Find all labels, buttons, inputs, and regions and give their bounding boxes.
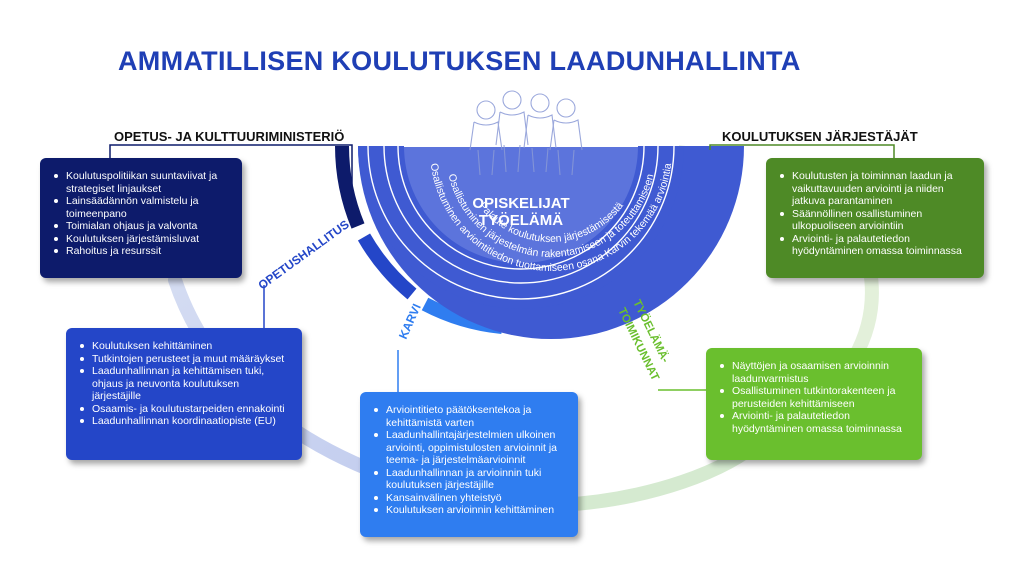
okm-list: Koulutuspolitiikan suuntaviivat ja strat… [54, 170, 230, 258]
tt-item: Osallistuminen tutkintorakenteen ja peru… [720, 385, 910, 410]
tt-list: Näyttöjen ja osaamisen arvioinnin laadun… [720, 360, 910, 435]
kj-box: Koulutusten ja toiminnan laadun ja vaiku… [766, 158, 984, 278]
karvi-label: KARVI [396, 302, 424, 342]
okm-connector [109, 144, 353, 210]
okm-box: Koulutuspolitiikan suuntaviivat ja strat… [40, 158, 242, 278]
karvi-item: Arviointitieto päätöksentekoa ja kehittä… [374, 404, 566, 429]
kj-item: Koulutusten ja toiminnan laadun ja vaiku… [780, 170, 972, 208]
oph-item: Laadunhallinnan koordinaatiopiste (EU) [80, 415, 290, 428]
page-title: AMMATILLISEN KOULUTUKSEN LAADUNHALLINTA [118, 46, 801, 76]
people-illustration [469, 90, 583, 176]
okm-label: OPETUS- JA KULTTUURIMINISTERIÖ [114, 129, 345, 144]
oph-box: Koulutuksen kehittäminen Tutkintojen per… [66, 328, 302, 460]
okm-item: Rahoitus ja resurssit [54, 245, 230, 258]
karvi-item: Laadunhallintajärjestelmien ulkoinen arv… [374, 429, 566, 467]
karvi-item: Koulutuksen arvioinnin kehittäminen [374, 504, 566, 517]
center-label-worklife: TYÖELÄMÄ [479, 212, 563, 229]
oph-item: Osaamis- ja koulutustarpeiden ennakointi [80, 403, 290, 416]
okm-item: Koulutuksen järjestämisluvat [54, 233, 230, 246]
kj-item: Arviointi- ja palautetiedon hyödyntämine… [780, 233, 972, 258]
karvi-box: Arviointitieto päätöksentekoa ja kehittä… [360, 392, 578, 537]
tt-item: Arviointi- ja palautetiedon hyödyntämine… [720, 410, 910, 435]
kj-connector [709, 144, 895, 158]
karvi-item: Laadunhallinnan ja arvioinnin tuki koulu… [374, 467, 566, 492]
tt-item: Näyttöjen ja osaamisen arvioinnin laadun… [720, 360, 910, 385]
oph-item: Laadunhallinnan ja kehittämisen tuki, oh… [80, 365, 290, 403]
kj-list: Koulutusten ja toiminnan laadun ja vaiku… [780, 170, 972, 258]
oph-item: Koulutuksen kehittäminen [80, 340, 290, 353]
tt-box: Näyttöjen ja osaamisen arvioinnin laadun… [706, 348, 922, 460]
okm-item: Lainsäädännön valmistelu ja toimeenpano [54, 195, 230, 220]
karvi-list: Arviointitieto päätöksentekoa ja kehittä… [374, 404, 566, 517]
oph-arc [357, 233, 417, 300]
center-inner-disc [404, 146, 638, 263]
kj-label: KOULUTUKSEN JÄRJESTÄJÄT [722, 129, 918, 144]
okm-arc [335, 145, 365, 229]
okm-item: Koulutuspolitiikan suuntaviivat ja strat… [54, 170, 230, 195]
kj-item: Säännöllinen osallistuminen ulkopuolisee… [780, 208, 972, 233]
center-label-students: OPISKELIJAT [472, 195, 569, 212]
oph-item: Tutkintojen perusteet ja muut määräykset [80, 353, 290, 366]
oph-label: OPETUSHALLITUS [256, 217, 352, 292]
okm-item: Toimialan ohjaus ja valvonta [54, 220, 230, 233]
karvi-item: Kansainvälinen yhteistyö [374, 492, 566, 505]
oph-list: Koulutuksen kehittäminen Tutkintojen per… [80, 340, 290, 428]
